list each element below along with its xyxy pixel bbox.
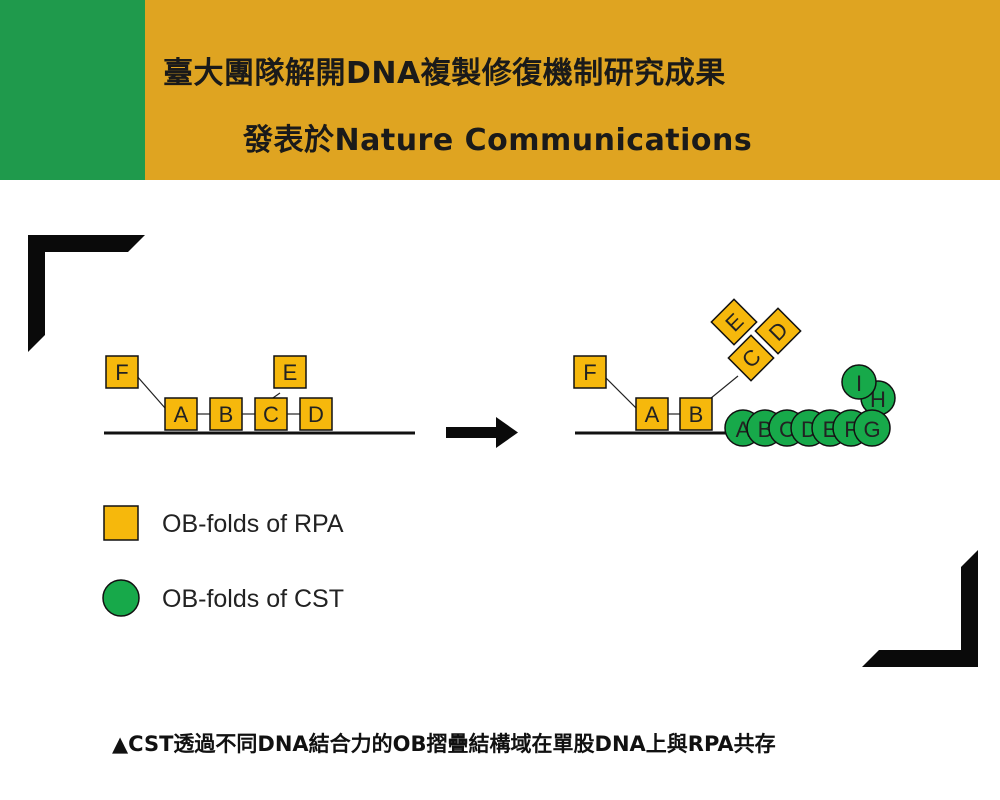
- transition-arrow-icon: [446, 417, 518, 448]
- legend-square-icon: [103, 505, 139, 541]
- svg-text:I: I: [856, 371, 862, 396]
- right-schematic: F A B E D C H I: [573, 298, 896, 447]
- svg-text:B: B: [219, 402, 234, 427]
- legend-circle-icon: [102, 579, 140, 617]
- title-line-1: 臺大團隊解開DNA複製修復機制研究成果: [163, 56, 726, 91]
- box-e-left: E: [273, 355, 307, 389]
- box-b-right: B: [679, 397, 713, 431]
- linker-f-a-left: [135, 374, 166, 409]
- svg-text:A: A: [645, 402, 660, 427]
- title-line-2: 發表於Nature Communications: [243, 123, 753, 158]
- corner-bracket-top-left: [28, 235, 145, 352]
- cst-circle-i: I: [841, 364, 877, 400]
- legend: OB-folds of RPA OB-folds of CST: [102, 505, 344, 617]
- figure-caption: ▲CST透過不同DNA結合力的OB摺疊結構域在單股DNA上與RPA共存: [112, 732, 776, 756]
- rpa-cst-diagram: F E A B C D: [28, 235, 978, 667]
- svg-text:D: D: [308, 402, 324, 427]
- svg-text:B: B: [689, 402, 704, 427]
- cst-circle-g: G: [853, 409, 891, 447]
- left-schematic: F E A B C D: [104, 355, 415, 435]
- box-b-left: B: [209, 397, 243, 431]
- box-c-left: C: [254, 397, 288, 431]
- linker-f-a-right: [602, 374, 637, 409]
- svg-text:A: A: [174, 402, 189, 427]
- svg-text:H: H: [870, 387, 886, 412]
- corner-bracket-bottom-right: [862, 550, 978, 667]
- svg-text:B: B: [758, 417, 773, 442]
- legend-item-cst: OB-folds of CST: [102, 579, 344, 617]
- svg-text:F: F: [583, 360, 596, 385]
- legend-label-rpa: OB-folds of RPA: [162, 510, 344, 538]
- box-a-left: A: [164, 397, 198, 431]
- svg-text:E: E: [283, 360, 298, 385]
- box-c-right: C: [727, 334, 775, 382]
- header-green-block: [0, 0, 145, 180]
- box-a-right: A: [635, 397, 669, 431]
- box-e-right: E: [710, 298, 758, 346]
- header-banner: 臺大團隊解開DNA複製修復機制研究成果 發表於Nature Communicat…: [0, 0, 1000, 180]
- box-f-right: F: [573, 355, 607, 389]
- legend-item-rpa: OB-folds of RPA: [103, 505, 344, 541]
- box-d-right: D: [754, 307, 802, 355]
- svg-text:G: G: [863, 417, 880, 442]
- box-d-left: D: [299, 397, 333, 431]
- legend-label-cst: OB-folds of CST: [162, 585, 344, 613]
- svg-text:C: C: [263, 402, 279, 427]
- box-f-left: F: [105, 355, 139, 389]
- svg-text:F: F: [115, 360, 128, 385]
